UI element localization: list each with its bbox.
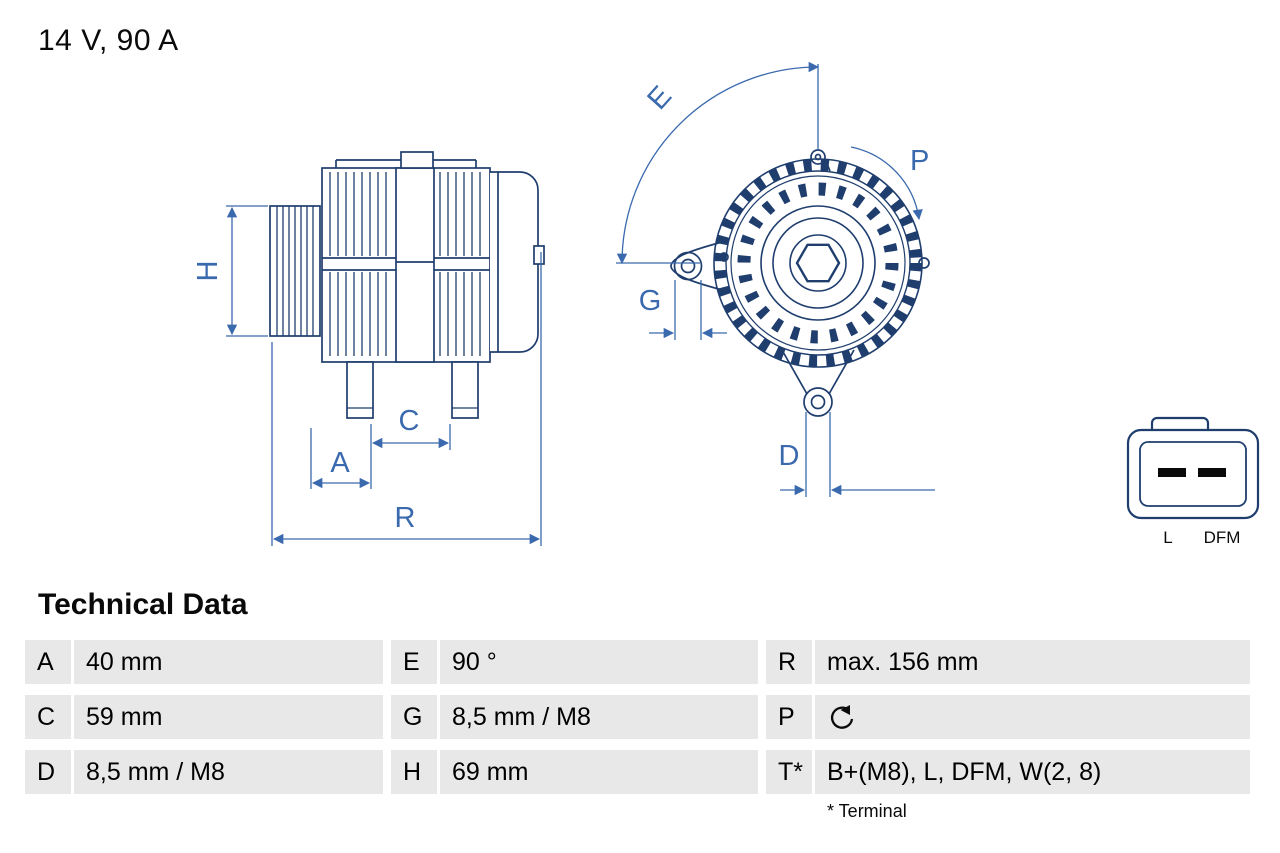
dimension-label-g: G <box>639 285 662 317</box>
tech-value-cell: 8,5 mm / M8 <box>74 750 383 794</box>
cooling-fins <box>329 172 387 256</box>
rotation-ccw-icon <box>830 705 854 729</box>
tech-key-cell: H <box>391 750 437 794</box>
tech-value-cell: 8,5 mm / M8 <box>440 695 758 739</box>
alternator-technical-drawing: H A C R <box>192 61 1260 547</box>
tech-key-cell: C <box>25 695 71 739</box>
connector-label-dfm: DFM <box>1204 528 1241 547</box>
terminal-footnote: * Terminal <box>827 801 907 821</box>
tech-value-cell: 69 mm <box>440 750 758 794</box>
tech-key-cell: P <box>766 695 812 739</box>
tech-key-cell: E <box>391 640 437 684</box>
connector-label-l: L <box>1163 528 1172 547</box>
terminal-pin-l <box>1158 468 1186 477</box>
table-row: A 40 mm E 90 ° R max. 156 mm <box>25 640 1250 684</box>
dimension-label-e: E <box>641 80 678 116</box>
vent-slots <box>737 182 899 344</box>
terminal-pin-dfm <box>1198 468 1226 477</box>
tech-key-cell: T* <box>766 750 812 794</box>
product-rating: 14 V, 90 A <box>38 24 179 57</box>
tech-value-cell: B+(M8), L, DFM, W(2, 8) <box>815 750 1250 794</box>
tech-value-cell <box>815 695 1250 739</box>
dimension-label-a: A <box>330 447 350 479</box>
mounting-ear <box>670 240 727 292</box>
tech-value-cell: max. 156 mm <box>815 640 1250 684</box>
tech-value-cell: 90 ° <box>440 640 758 684</box>
mounting-foot <box>346 361 374 419</box>
mounting-foot <box>451 361 479 419</box>
side-view-drawing <box>269 151 545 419</box>
technical-data-table: A 40 mm E 90 ° R max. 156 mm C 59 mm G 8… <box>25 640 1250 805</box>
dimension-label-r: R <box>395 502 416 534</box>
dimension-label-p: P <box>910 145 929 177</box>
tech-key-cell: D <box>25 750 71 794</box>
stator-teeth <box>714 159 922 367</box>
terminal-stud <box>533 245 545 265</box>
front-view-dimensions <box>616 61 935 497</box>
shaft-nut-hexagon <box>795 243 841 283</box>
connector-diagram <box>1126 416 1260 520</box>
tech-key-cell: A <box>25 640 71 684</box>
dimension-label-d: D <box>779 440 800 472</box>
table-row: C 59 mm G 8,5 mm / M8 P <box>25 695 1250 739</box>
top-lug <box>810 149 826 165</box>
connector-body <box>1126 428 1260 520</box>
tech-key-cell: R <box>766 640 812 684</box>
tech-value-cell: 40 mm <box>74 640 383 684</box>
dimension-label-h: H <box>192 261 224 282</box>
tech-key-cell: G <box>391 695 437 739</box>
side-stud <box>918 257 930 269</box>
dimension-label-c: C <box>399 405 420 437</box>
technical-data-title: Technical Data <box>38 588 248 621</box>
table-row: D 8,5 mm / M8 H 69 mm T* B+(M8), L, DFM,… <box>25 750 1250 794</box>
side-view-dimensions <box>226 205 542 546</box>
tech-value-cell: 59 mm <box>74 695 383 739</box>
bottom-mounting-hole <box>803 387 833 417</box>
front-view-drawing <box>670 149 930 417</box>
